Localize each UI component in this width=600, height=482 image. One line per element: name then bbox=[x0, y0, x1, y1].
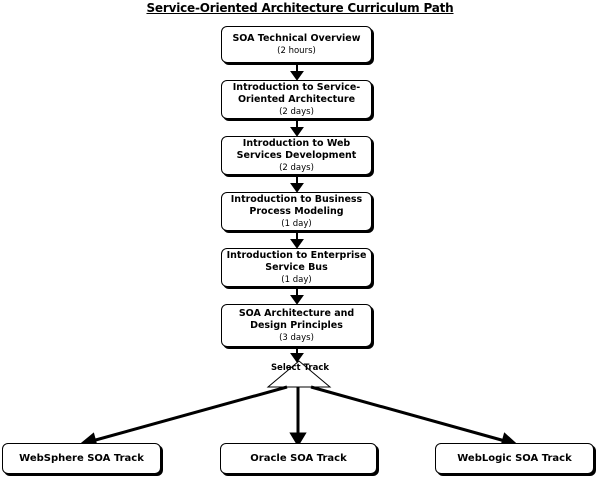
course-box-intro-soa: Introduction to Service-Oriented Archite… bbox=[221, 80, 372, 119]
arrowhead-4-5 bbox=[290, 239, 304, 249]
arrowhead-6-decision bbox=[290, 353, 304, 363]
course-name: SOA Architecture and Design Principles bbox=[238, 307, 355, 331]
branch-websphere bbox=[91, 385, 288, 443]
course-name: Introduction to Business Process Modelin… bbox=[230, 193, 363, 217]
course-box-intro-web-services: Introduction to Web Services Development… bbox=[221, 136, 372, 175]
course-box-soa-architecture-design: SOA Architecture and Design Principles (… bbox=[221, 304, 372, 347]
track-name: WebSphere SOA Track bbox=[19, 452, 144, 464]
arrowhead-1-2 bbox=[290, 71, 304, 81]
course-duration: (1 day) bbox=[281, 218, 312, 229]
track-box-weblogic: WebLogic SOA Track bbox=[435, 443, 594, 474]
track-name: Oracle SOA Track bbox=[250, 452, 347, 464]
diagram-title: Service-Oriented Architecture Curriculum… bbox=[146, 1, 454, 15]
course-name: Introduction to Enterprise Service Bus bbox=[226, 249, 367, 273]
branch-weblogic bbox=[310, 385, 506, 443]
course-duration: (1 day) bbox=[281, 274, 312, 285]
arrowhead-2-3 bbox=[290, 127, 304, 137]
track-name: WebLogic SOA Track bbox=[457, 452, 572, 464]
arrowhead-3-4 bbox=[290, 183, 304, 193]
track-box-websphere: WebSphere SOA Track bbox=[2, 443, 161, 474]
course-duration: (3 days) bbox=[279, 332, 314, 343]
course-box-intro-esb: Introduction to Enterprise Service Bus (… bbox=[221, 248, 372, 287]
course-duration: (2 days) bbox=[279, 106, 314, 117]
course-duration: (2 days) bbox=[279, 162, 314, 173]
course-name: Introduction to Web Services Development bbox=[236, 137, 357, 161]
track-box-oracle: Oracle SOA Track bbox=[220, 443, 377, 474]
decision-label: Select Track bbox=[270, 363, 330, 373]
course-name: SOA Technical Overview bbox=[232, 32, 361, 44]
course-name: Introduction to Service-Oriented Archite… bbox=[232, 81, 361, 105]
course-duration: (2 hours) bbox=[277, 45, 316, 56]
course-box-soa-technical-overview: SOA Technical Overview (2 hours) bbox=[221, 26, 372, 63]
arrowhead-oracle bbox=[289, 432, 307, 447]
arrowhead-5-6 bbox=[290, 295, 304, 305]
course-box-intro-bpm: Introduction to Business Process Modelin… bbox=[221, 192, 372, 231]
